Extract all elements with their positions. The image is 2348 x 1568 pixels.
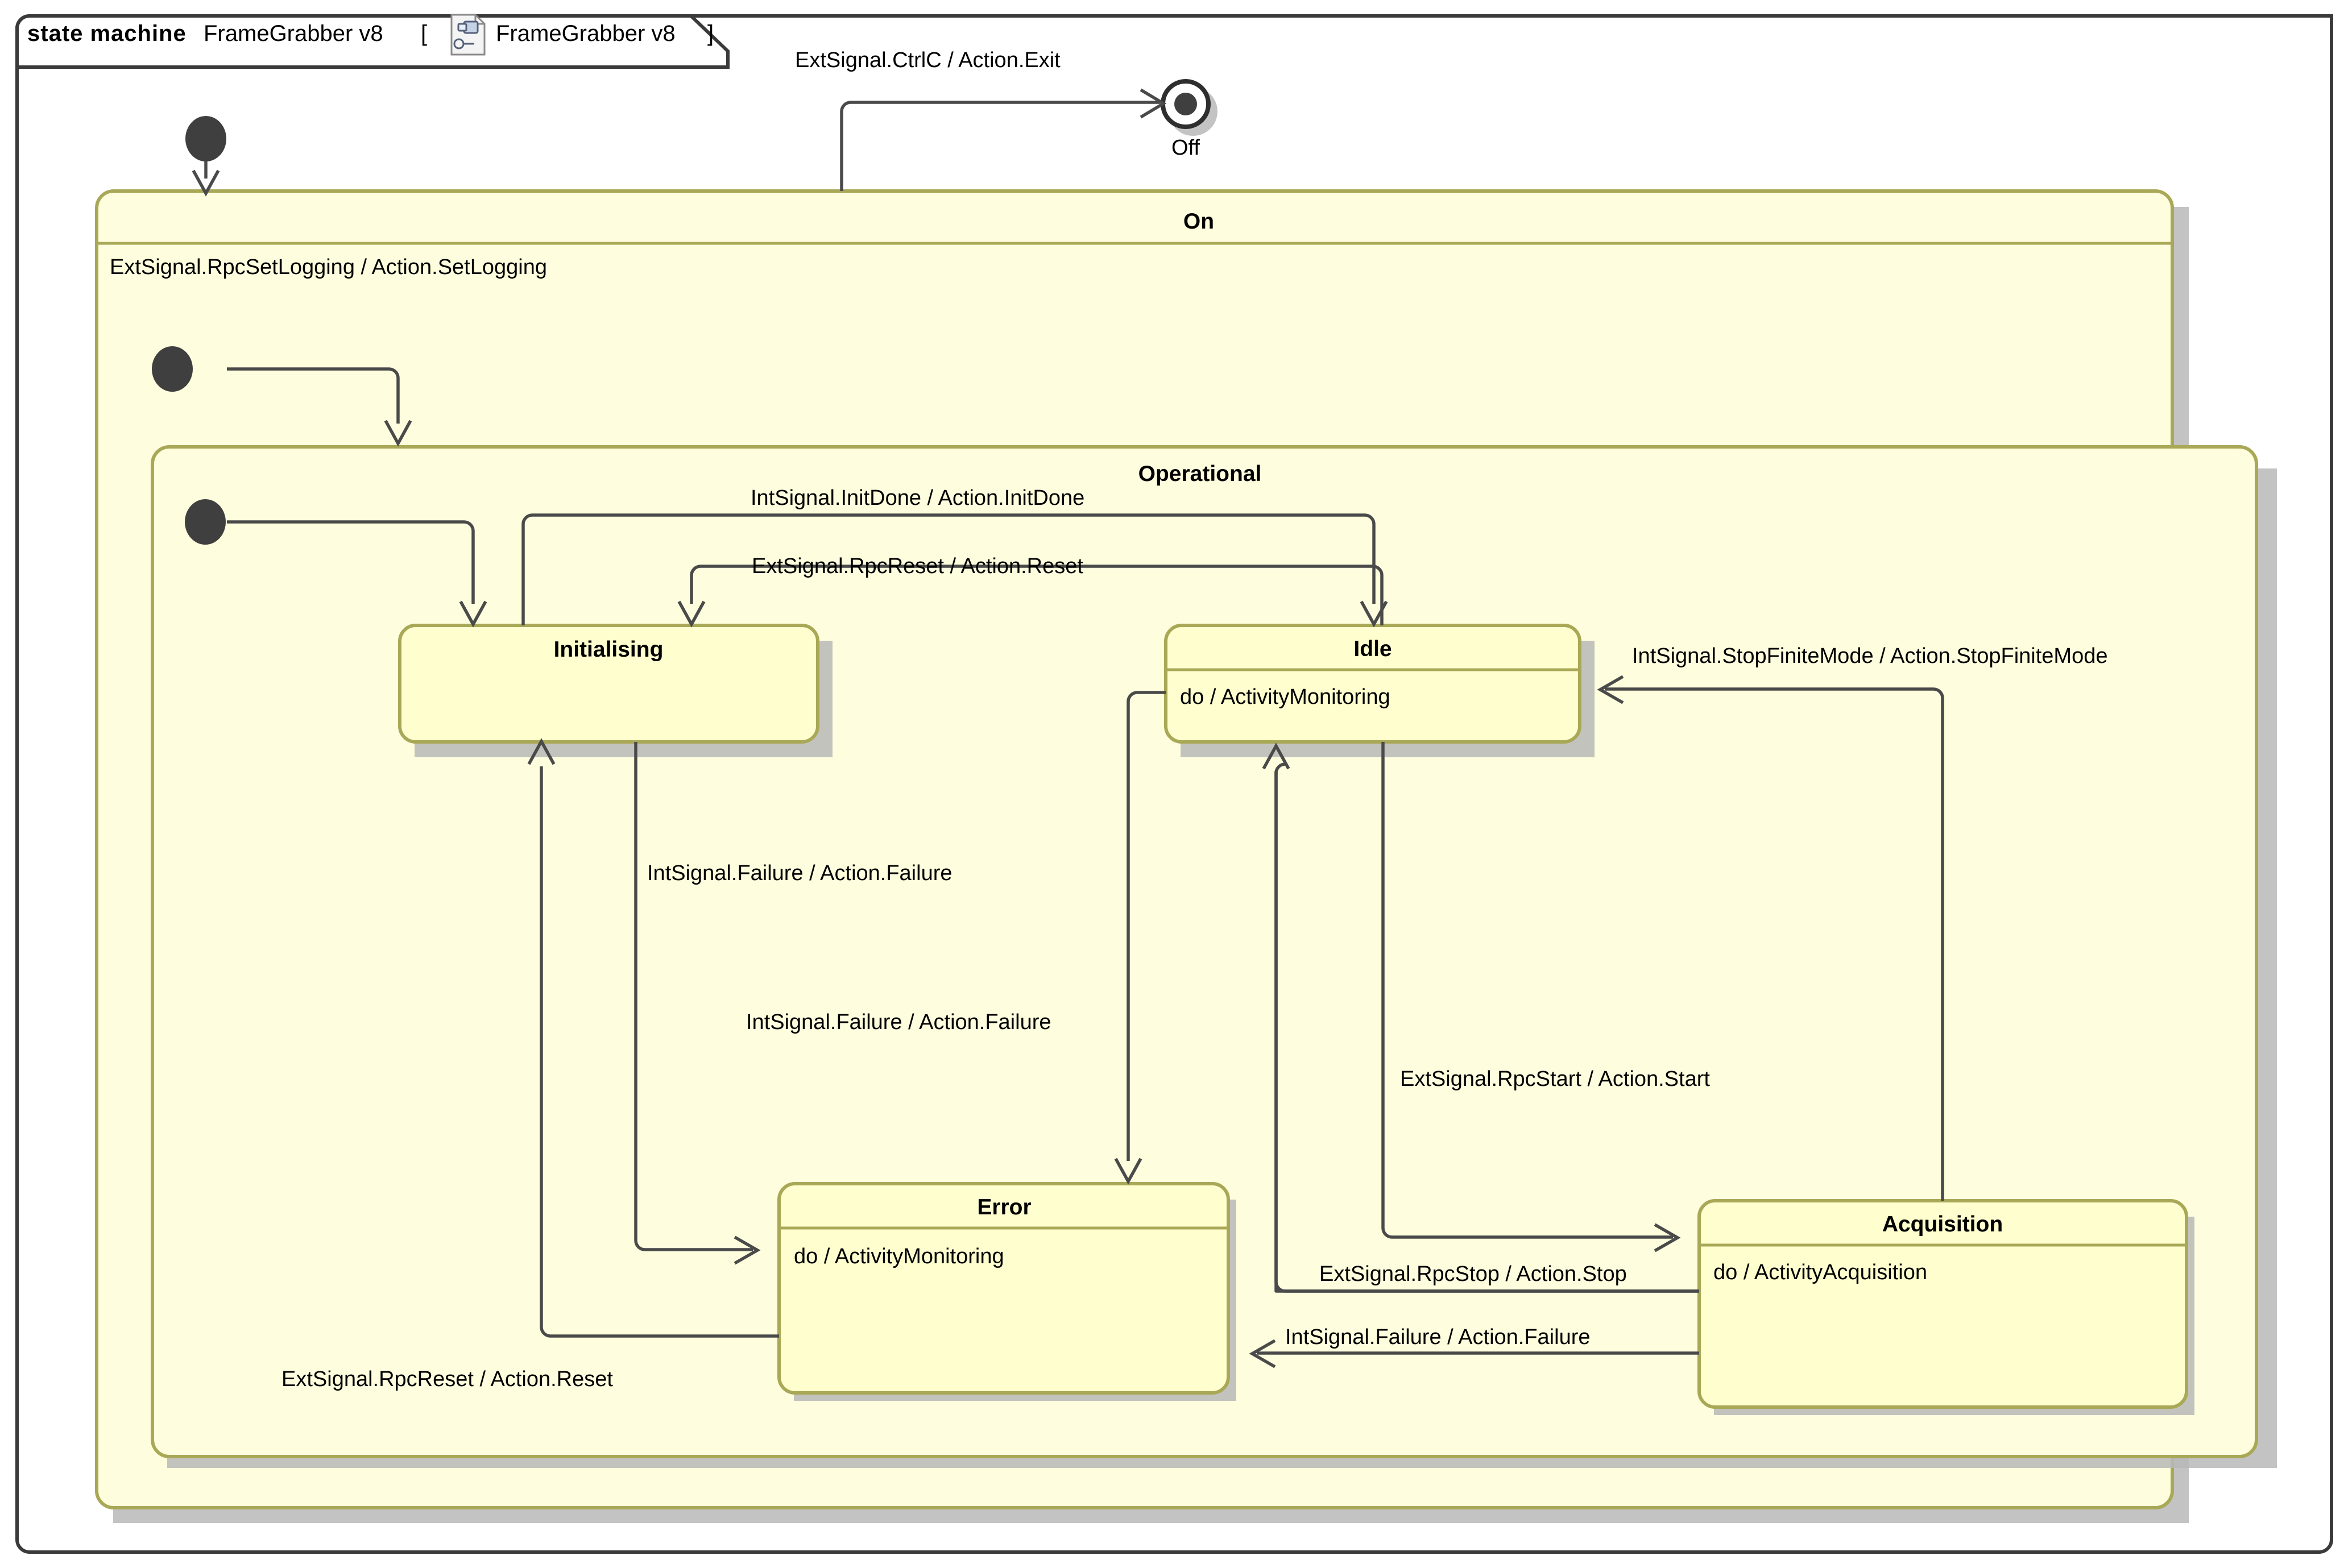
final-state-off-inner: [1174, 93, 1197, 115]
transition-error-to-initialising[interactable]: ExtSignal.RpcReset / Action.Reset: [281, 738, 779, 1391]
frame-ref-name: FrameGrabber v8: [496, 21, 676, 46]
transition-initialising-to-idle[interactable]: IntSignal.InitDone / Action.InitDone: [521, 486, 1388, 628]
transition-idle-to-error[interactable]: IntSignal.Failure / Action.Failure: [746, 691, 1166, 1185]
state-on-name: On: [1183, 209, 1214, 234]
state-error-name: Error: [977, 1195, 1031, 1219]
transition-idle-to-error-label: IntSignal.Failure / Action.Failure: [746, 1010, 1051, 1034]
initial-pseudostate-on[interactable]: [152, 346, 193, 392]
transition-initial-to-initialising[interactable]: [227, 520, 487, 628]
transition-acquisition-to-error-label: IntSignal.Failure / Action.Failure: [1285, 1325, 1591, 1349]
state-idle[interactable]: Idle do / ActivityMonitoring: [1164, 624, 1595, 757]
transition-acquisition-to-idle-label: ExtSignal.RpcStop / Action.Stop: [1319, 1262, 1627, 1286]
final-state-off[interactable]: Off: [1161, 79, 1218, 160]
frame-name: FrameGrabber v8: [204, 21, 383, 46]
diagram-frame: [15, 14, 2333, 1554]
state-error-box[interactable]: [777, 1182, 1230, 1395]
transition-initial-to-operational[interactable]: [227, 367, 412, 447]
state-initialising-box[interactable]: [398, 624, 819, 744]
transition-initial-to-on[interactable]: [192, 161, 220, 197]
initial-pseudostate-operational[interactable]: [185, 499, 226, 545]
frame-ref-open: [: [421, 21, 427, 46]
state-acquisition[interactable]: Acquisition do / ActivityAcquisition: [1697, 1199, 2194, 1415]
transition-on-to-off-label: ExtSignal.CtrlC / Action.Exit: [795, 48, 1061, 72]
transition-acquisition-to-idle[interactable]: ExtSignal.RpcStop / Action.Stop: [1262, 742, 1699, 1293]
frame-label-group: state machine FrameGrabber v8 [ FrameGra…: [27, 14, 714, 56]
transition-acquisition-to-error[interactable]: IntSignal.Failure / Action.Failure: [1249, 1325, 1699, 1368]
state-acquisition-name: Acquisition: [1882, 1212, 2003, 1237]
state-error[interactable]: Error do / ActivityMonitoring: [777, 1182, 1236, 1401]
state-initialising-name: Initialising: [554, 637, 664, 662]
transition-idle-to-initialising[interactable]: ExtSignal.RpcReset / Action.Reset: [677, 554, 1384, 628]
frame-keyword: state machine: [27, 21, 187, 46]
transition-error-to-initialising-label: ExtSignal.RpcReset / Action.Reset: [281, 1367, 613, 1391]
transition-initialising-to-error-label: IntSignal.Failure / Action.Failure: [647, 861, 953, 885]
state-initialising[interactable]: Initialising: [398, 624, 833, 757]
state-idle-body: do / ActivityMonitoring: [1180, 685, 1390, 709]
final-state-off-label: Off: [1171, 136, 1200, 160]
transition-idle-to-acquisition-label: ExtSignal.RpcStart / Action.Start: [1400, 1067, 1710, 1091]
transition-initialising-to-error[interactable]: IntSignal.Failure / Action.Failure: [634, 742, 953, 1265]
state-on-internal-transition: ExtSignal.RpcSetLogging / Action.SetLogg…: [110, 255, 547, 279]
frame-ref-close: ]: [707, 21, 714, 46]
transition-idle-to-acquisition[interactable]: ExtSignal.RpcStart / Action.Start: [1381, 742, 1710, 1252]
transition-acquisition-stopfinitemode-to-idle[interactable]: IntSignal.StopFiniteMode / Action.StopFi…: [1597, 644, 2107, 1201]
initial-pseudostate-root[interactable]: [185, 116, 226, 161]
state-operational-name: Operational: [1138, 462, 1262, 486]
state-machine-icon: [450, 14, 486, 56]
state-error-body: do / ActivityMonitoring: [794, 1245, 1004, 1268]
transition-stopfinitemode-label: IntSignal.StopFiniteMode / Action.StopFi…: [1632, 644, 2107, 668]
state-idle-name: Idle: [1353, 637, 1392, 661]
transition-idle-to-initialising-label: ExtSignal.RpcReset / Action.Reset: [752, 554, 1083, 578]
transition-on-to-off[interactable]: ExtSignal.CtrlC / Action.Exit: [795, 48, 1167, 191]
transition-initialising-to-idle-label: IntSignal.InitDone / Action.InitDone: [751, 486, 1084, 510]
state-acquisition-body: do / ActivityAcquisition: [1713, 1260, 1927, 1284]
